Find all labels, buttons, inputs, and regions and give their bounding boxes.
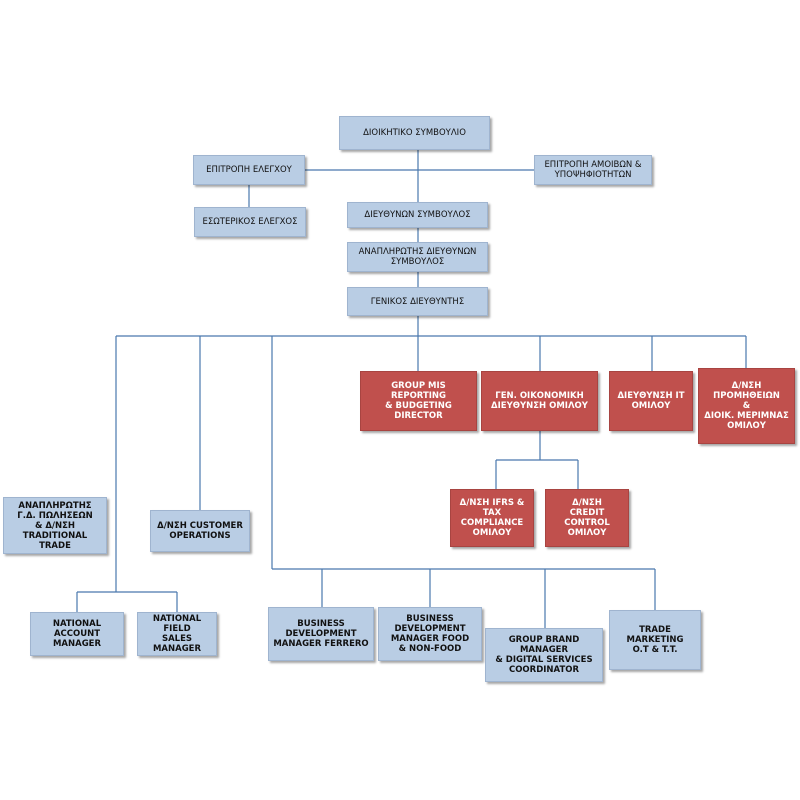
national-field-box: NATIONAL FIELD SALES MANAGER: [137, 612, 217, 656]
finance-box: ΓΕΝ. ΟΙΚΟΝΟΜΙΚΗ ΔΙΕΥΘΥΝΣΗ ΟΜΙΛΟΥ: [481, 371, 598, 431]
procurement-label: Δ/ΝΣΗ ΠΡΟΜΗΘΕΙΩΝ & ΔΙΟΙΚ. ΜΕΡΙΜΝΑΣ ΟΜΙΛΟ…: [704, 381, 789, 431]
deputy-ceo-label: ΑΝΑΠΛΗΡΩΤΗΣ ΔΙΕΥΘΥΝΩΝ ΣΥΜΒΟΥΛΟΣ: [358, 247, 477, 267]
procurement-box: Δ/ΝΣΗ ΠΡΟΜΗΘΕΙΩΝ & ΔΙΟΙΚ. ΜΕΡΙΜΝΑΣ ΟΜΙΛΟ…: [698, 368, 795, 444]
customer-ops-label: Δ/ΝΣΗ CUSTOMER OPERATIONS: [157, 521, 243, 541]
remuneration-committee-box: ΕΠΙΤΡΟΠΗ ΑΜΟΙΒΩΝ & ΥΠΟΨΗΦΙΟΤΗΤΩΝ: [534, 155, 652, 185]
finance-label: ΓΕΝ. ΟΙΚΟΝΟΜΙΚΗ ΔΙΕΥΘΥΝΣΗ ΟΜΙΛΟΥ: [491, 391, 588, 411]
bd-food-box: BUSINESS DEVELOPMENT MANAGER FOOD & NON-…: [378, 607, 482, 661]
ifrs-box: Δ/ΝΣΗ IFRS & TAX COMPLIANCE ΟΜΙΛΟΥ: [450, 489, 534, 547]
audit-committee-label: ΕΠΙΤΡΟΠΗ ΕΛΕΓΧΟΥ: [206, 165, 292, 175]
internal-audit-box: ΕΣΩΤΕΡΙΚΟΣ ΕΛΕΓΧΟΣ: [194, 207, 306, 237]
group-mis-box: GROUP MIS REPORTING & BUDGETING DIRECTOR: [360, 371, 477, 431]
general-manager-label: ΓΕΝΙΚΟΣ ΔΙΕΥΘΥΝΤΗΣ: [370, 296, 465, 307]
deputy-ceo-box: ΑΝΑΠΛΗΡΩΤΗΣ ΔΙΕΥΘΥΝΩΝ ΣΥΜΒΟΥΛΟΣ: [347, 242, 488, 272]
bd-ferrero-box: BUSINESS DEVELOPMENT MANAGER FERRERO: [268, 607, 374, 661]
deputy-sales-label: ΑΝΑΠΛΗΡΩΤΗΣ Γ.Δ. ΠΩΛΗΣΕΩΝ & Δ/ΝΣΗ TRADIT…: [17, 500, 93, 551]
ifrs-label: Δ/ΝΣΗ IFRS & TAX COMPLIANCE ΟΜΙΛΟΥ: [459, 498, 525, 538]
credit-control-box: Δ/ΝΣΗ CREDIT CONTROL ΟΜΙΛΟΥ: [545, 489, 629, 547]
it-box: ΔΙΕΥΘΥΝΣΗ IT ΟΜΙΛΟΥ: [609, 371, 693, 431]
general-manager-box: ΓΕΝΙΚΟΣ ΔΙΕΥΘΥΝΤΗΣ: [347, 287, 488, 316]
credit-control-label: Δ/ΝΣΗ CREDIT CONTROL ΟΜΙΛΟΥ: [564, 498, 610, 538]
national-account-box: NATIONAL ACCOUNT MANAGER: [30, 612, 124, 656]
bd-ferrero-label: BUSINESS DEVELOPMENT MANAGER FERRERO: [273, 619, 369, 649]
ceo-label: ΔΙΕΥΘΥΝΩΝ ΣΥΜΒΟΥΛΟΣ: [364, 210, 471, 220]
brand-manager-box: GROUP BRAND MANAGER & DIGITAL SERVICES C…: [485, 628, 603, 682]
audit-committee-box: ΕΠΙΤΡΟΠΗ ΕΛΕΓΧΟΥ: [193, 155, 305, 185]
trade-marketing-box: TRADE MARKETING O.T & T.T.: [609, 610, 701, 670]
it-label: ΔΙΕΥΘΥΝΣΗ IT ΟΜΙΛΟΥ: [617, 391, 685, 411]
deputy-sales-box: ΑΝΑΠΛΗΡΩΤΗΣ Γ.Δ. ΠΩΛΗΣΕΩΝ & Δ/ΝΣΗ TRADIT…: [3, 497, 107, 554]
board-label: ΔΙΟΙΚΗΤΙΚΟ ΣΥΜΒΟΥΛΙΟ: [363, 128, 466, 138]
national-field-label: NATIONAL FIELD SALES MANAGER: [152, 614, 202, 654]
trade-marketing-label: TRADE MARKETING O.T & T.T.: [626, 625, 684, 655]
customer-ops-box: Δ/ΝΣΗ CUSTOMER OPERATIONS: [150, 510, 250, 552]
bd-food-label: BUSINESS DEVELOPMENT MANAGER FOOD & NON-…: [390, 614, 470, 654]
national-account-label: NATIONAL ACCOUNT MANAGER: [52, 619, 102, 649]
ceo-box: ΔΙΕΥΘΥΝΩΝ ΣΥΜΒΟΥΛΟΣ: [347, 202, 488, 228]
internal-audit-label: ΕΣΩΤΕΡΙΚΟΣ ΕΛΕΓΧΟΣ: [202, 217, 298, 227]
remuneration-committee-label: ΕΠΙΤΡΟΠΗ ΑΜΟΙΒΩΝ & ΥΠΟΨΗΦΙΟΤΗΤΩΝ: [544, 160, 642, 180]
board-box: ΔΙΟΙΚΗΤΙΚΟ ΣΥΜΒΟΥΛΙΟ: [339, 116, 490, 150]
group-mis-label: GROUP MIS REPORTING & BUDGETING DIRECTOR: [385, 381, 452, 421]
brand-manager-label: GROUP BRAND MANAGER & DIGITAL SERVICES C…: [495, 635, 593, 675]
